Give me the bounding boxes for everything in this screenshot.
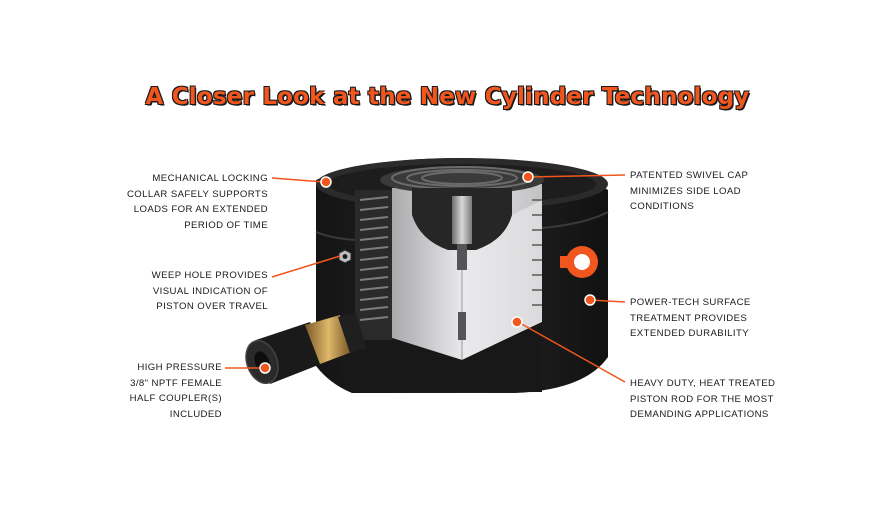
callout-coupler: HIGH PRESSURE 3/8" NPTF FEMALE HALF COUP… — [129, 362, 222, 420]
callout-weep-hole: WEEP HOLE PROVIDES VISUAL INDICATION OF … — [151, 270, 268, 312]
side-port-icon — [560, 246, 598, 278]
callout-swivel-cap: PATENTED SWIVEL CAP MINIMIZES SIDE LOAD … — [630, 170, 749, 212]
callout-marker-rod — [511, 316, 523, 328]
locking-collar-threads — [355, 190, 542, 340]
callout-marker-coupler — [259, 362, 271, 374]
callout-markers — [259, 171, 596, 374]
weep-hole-icon — [338, 249, 352, 264]
callout-piston-rod: HEAVY DUTY, HEAT TREATED PISTON ROD FOR … — [630, 378, 776, 420]
callout-marker-surface — [584, 294, 596, 306]
hydraulic-coupler — [245, 313, 366, 385]
callout-leader-lines — [225, 174, 626, 383]
callout-locking-collar: MECHANICAL LOCKING COLLAR SAFELY SUPPORT… — [126, 173, 268, 231]
callout-marker-collar — [320, 176, 332, 188]
page-title: A Closer Look at the New Cylinder Techno… — [145, 84, 750, 110]
callout-marker-cap — [522, 171, 534, 183]
callout-surface-treatment: POWER-TECH SURFACE TREATMENT PROVIDES EX… — [630, 297, 751, 339]
piston-rod — [452, 196, 472, 340]
